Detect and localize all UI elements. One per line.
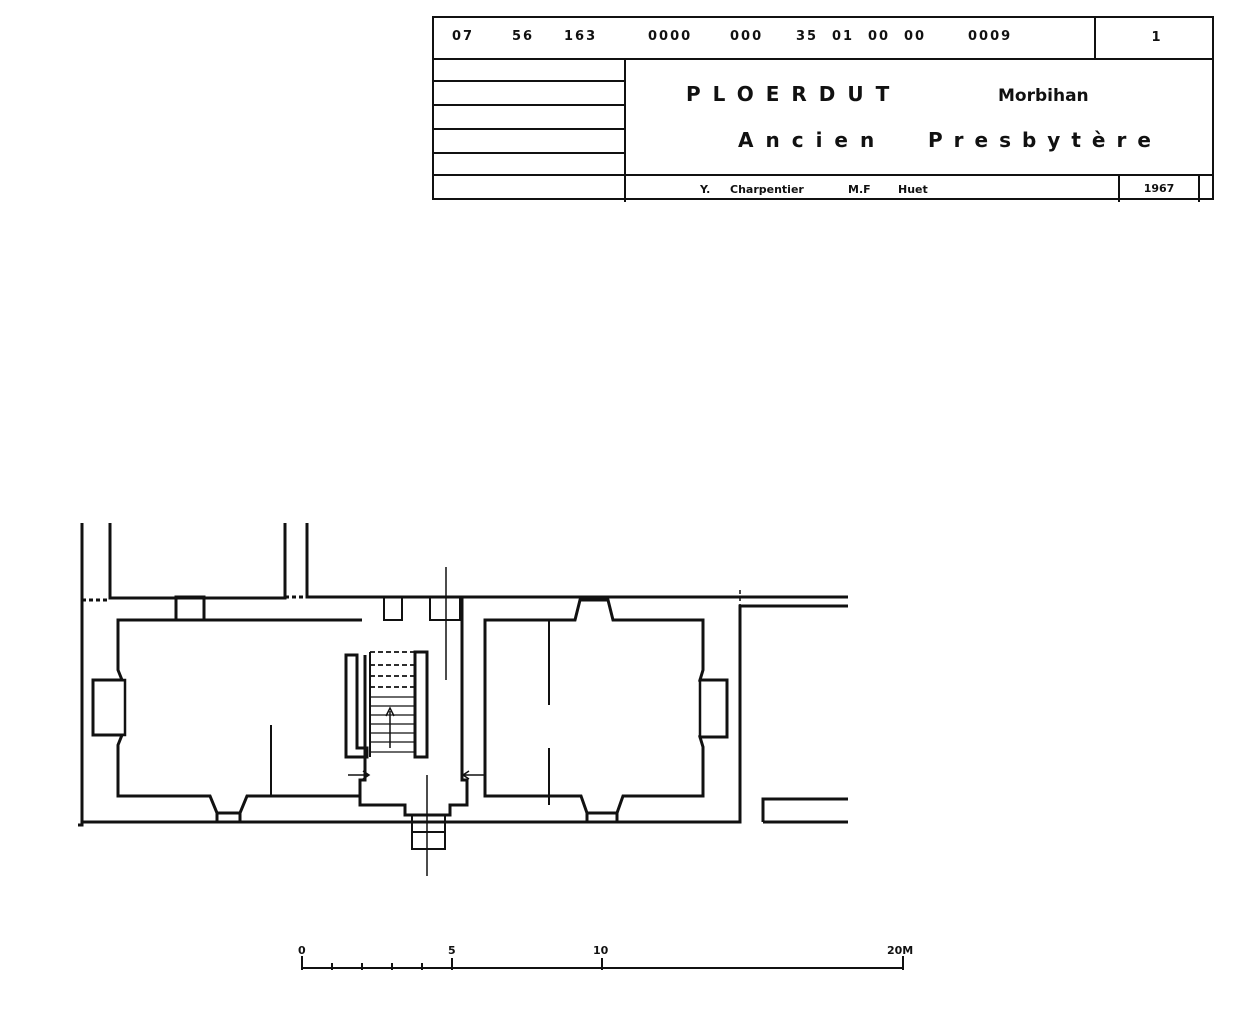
authors-row: Y. Charpentier M.F Huet 1967: [434, 174, 1212, 202]
inventory-code-row: 07 56 163 0000 000 35 01 00 00 0009 1: [434, 18, 1212, 60]
year: 1967: [1118, 176, 1200, 202]
code: 01: [832, 29, 855, 44]
code: 0000: [648, 29, 693, 44]
code: 35: [796, 29, 819, 44]
title-block: 07 56 163 0000 000 35 01 00 00 0009 1 PL…: [432, 16, 1214, 202]
code: 00: [868, 29, 891, 44]
code: 07: [452, 29, 475, 44]
author1-name: Charpentier: [730, 183, 804, 196]
scale-label-10: 10: [593, 944, 609, 957]
author1-initial: Y.: [700, 183, 711, 196]
sheet-number: 1: [1094, 18, 1216, 58]
code: 000: [730, 29, 764, 44]
code: 163: [564, 29, 598, 44]
building-title-1: Ancien: [738, 128, 887, 152]
code: 0009: [968, 29, 1013, 44]
scale-label-20: 20M: [887, 944, 914, 957]
scale-label-5: 5: [448, 944, 456, 957]
author2-initial: M.F: [848, 183, 871, 196]
blank-fields: [434, 58, 626, 200]
right-room: [483, 598, 729, 822]
code: 56: [512, 29, 535, 44]
commune-name: PLOERDUT: [686, 82, 902, 106]
stair-hall: [344, 567, 484, 876]
left-room: [91, 595, 367, 822]
building-title-2: Presbytère: [928, 128, 1162, 152]
department-name: Morbihan: [998, 86, 1089, 106]
code: 00: [904, 29, 927, 44]
scale-label-0: 0: [298, 944, 306, 957]
author2-name: Huet: [898, 183, 928, 196]
scale-bar: [301, 956, 904, 970]
